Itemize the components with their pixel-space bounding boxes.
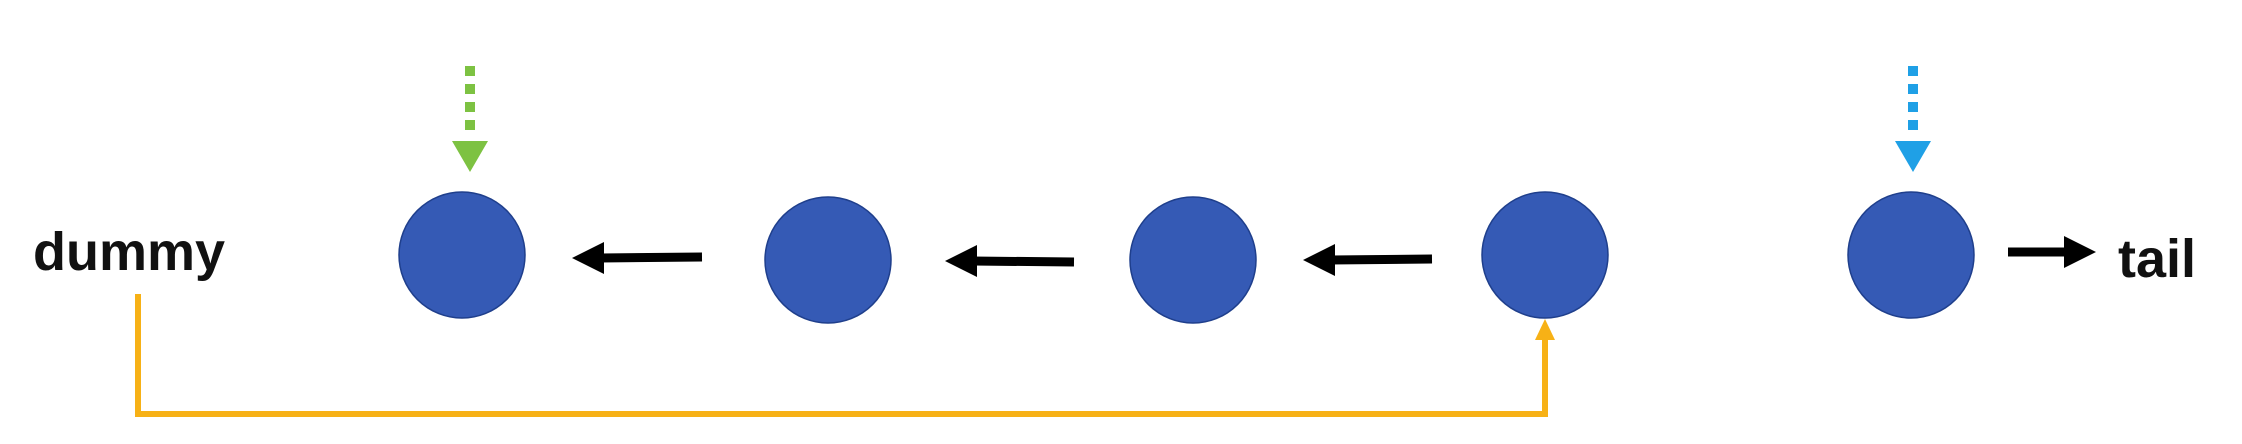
dummy-connector-line [135,294,1548,417]
green-pointer-arrow [452,66,488,172]
green-pointer-head [452,141,488,172]
list-node-3 [1129,196,1257,324]
reverse-link-shaft-1 [599,252,703,263]
reverse-link-arrow-3 [1303,244,1433,276]
blue-pointer-arrow [1895,66,1931,172]
reverse-link-head-1 [572,242,604,274]
forward-link-head [2064,236,2096,268]
dummy-connector-arrow [135,294,1555,417]
reverse-link-arrow-2 [945,245,1075,277]
reverse-link-shaft-3 [1329,254,1433,265]
list-node-1 [398,191,526,319]
tail-label: tail [2118,229,2196,289]
list-node-2 [764,196,892,324]
reverse-link-shaft-2 [971,256,1075,267]
blue-pointer-head [1895,141,1931,172]
reverse-link-arrow-1 [572,242,703,274]
dummy-label: dummy [33,222,225,282]
reverse-link-head-2 [945,245,977,277]
list-node-4 [1481,191,1609,319]
forward-link-arrow [2008,236,2096,268]
reverse-link-head-3 [1303,244,1335,276]
list-node-5 [1847,191,1975,319]
dummy-connector-head [1535,319,1555,340]
